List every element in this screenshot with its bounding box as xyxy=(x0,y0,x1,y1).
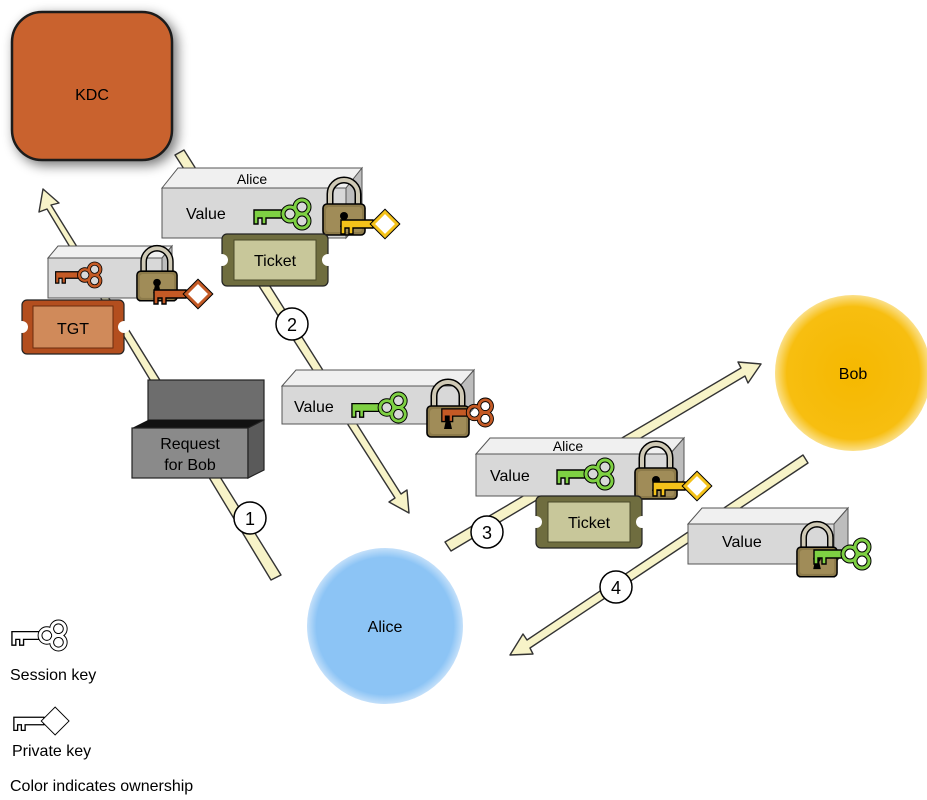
alice-box-right-ticket: Ticket xyxy=(530,495,648,549)
legend-ownership: Color indicates ownership xyxy=(10,778,193,795)
private-key-icon xyxy=(14,710,67,733)
step-4-label: 4 xyxy=(611,578,621,598)
step-3-marker: 3 xyxy=(470,515,504,549)
alice-box-right-ticket-label: Ticket xyxy=(568,515,611,532)
legend-session-key: Session key xyxy=(10,667,96,684)
tgt-label: TGT xyxy=(57,321,89,338)
alice-label: Alice xyxy=(368,619,403,636)
alice-box-top-ticket-label: Ticket xyxy=(254,253,297,270)
alice-box-top: Alice Value Ticket xyxy=(160,166,397,287)
step-1-label: 1 xyxy=(245,509,255,529)
request-label-line2: for Bob xyxy=(164,457,216,474)
alice-node: Alice xyxy=(307,548,463,704)
step-4-marker: 4 xyxy=(599,570,633,604)
request-box: Request for Bob xyxy=(131,379,265,479)
value-box-bob-value: Value xyxy=(722,534,762,551)
legend: Session key Private key Color indicates … xyxy=(10,622,193,795)
step-1-marker: 1 xyxy=(233,501,267,535)
alice-box-top-value: Value xyxy=(186,206,226,223)
kdc-node: KDC xyxy=(10,10,174,162)
alice-box-top-ticket: Ticket xyxy=(216,233,334,287)
value-box-bob: Value xyxy=(686,506,869,577)
legend-private-key: Private key xyxy=(12,743,91,760)
alice-box-right-value: Value xyxy=(490,468,530,485)
bob-node: Bob xyxy=(775,295,927,451)
bob-label: Bob xyxy=(839,366,868,383)
kdc-label: KDC xyxy=(75,87,109,104)
tgt-box: TGT xyxy=(16,244,210,355)
value-box-mid-value: Value xyxy=(294,399,334,416)
alice-box-right-header: Alice xyxy=(553,438,584,454)
alice-box-right: Alice Value Ticket xyxy=(474,436,709,549)
step-2-marker: 2 xyxy=(275,307,309,341)
step-2-label: 2 xyxy=(287,315,297,335)
arrow-4 xyxy=(509,454,809,656)
step-3-label: 3 xyxy=(482,523,492,543)
value-box-mid: Value xyxy=(280,368,492,437)
alice-box-top-header: Alice xyxy=(237,171,268,187)
request-label-line1: Request xyxy=(160,436,220,453)
session-key-icon xyxy=(12,622,65,649)
tgt-ticket: TGT xyxy=(16,299,130,355)
